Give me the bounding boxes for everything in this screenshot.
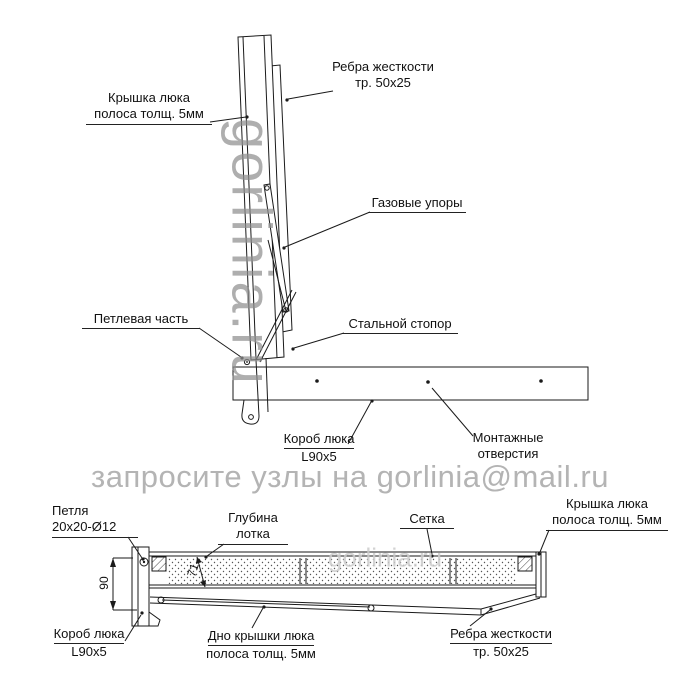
label-line: полоса толщ. 5мм [552,512,662,528]
hinge-assembly [241,357,269,425]
label-line: Короб люка [53,626,125,645]
label-line: полоса толщ. 5мм [206,646,316,662]
mesh-area [168,558,516,584]
label-hinge-part: Петлевая часть [82,311,200,330]
box-left-angle [131,546,150,627]
top-view-drawing [232,34,589,425]
label-line: 20x20-Ø12 [52,519,117,535]
label-cover-bottom-view: Крышка люка полоса толщ. 5мм [546,496,668,531]
label-line: Глубина [228,510,278,525]
label-line: Петлевая часть [93,311,189,326]
leader-lines-top [198,90,474,445]
dimension-lines [110,556,206,611]
label-line: L90x5 [301,449,337,465]
label-line: Стальной стопор [348,316,452,331]
steel-stopper [255,289,297,363]
label-line: L90x5 [71,644,107,660]
label-line: тр. 50x25 [473,644,529,660]
label-ribs-top: Ребра жесткости тр. 50x25 [320,59,446,92]
label-steel-stopper: Стальной стопор [342,316,458,335]
label-hinge-bottom: Петля 20x20-Ø12 [52,503,138,538]
hatch-cover-open [237,34,285,361]
label-line: Сетка [409,511,445,526]
label-line: Петля [52,503,89,518]
bottom-view-drawing [131,546,547,627]
leader-lines-bottom [124,528,550,642]
label-ribs-bottom: Ребра жесткости тр. 50x25 [432,626,570,661]
label-line: Монтажные [472,430,544,445]
label-line: Дно крышки люка [207,628,315,647]
label-cover-top: Крышка люка полоса толщ. 5мм [86,90,212,125]
label-box-bottom: Короб люка L90x5 [50,626,128,661]
label-mounting-holes: Монтажные отверстия [465,430,551,463]
label-box-top: Короб люка L90x5 [280,431,358,466]
label-gas-struts: Газовые упоры [368,195,466,214]
mounting-hole [426,380,430,384]
corner-section-right [517,556,533,572]
corner-section-left [151,556,167,572]
label-line: Газовые упоры [371,195,463,210]
label-line: лотка [236,526,270,542]
label-line: Крышка люка [566,496,648,511]
label-line: Крышка люка [108,90,190,105]
label-line: тр. 50x25 [355,75,411,91]
mounting-hole [539,379,543,383]
label-tray-depth: Глубина лотка [218,510,288,545]
label-line: полоса толщ. 5мм [94,106,204,122]
label-line: Короб люка [283,431,355,450]
label-line: Ребра жесткости [450,626,552,645]
dimension-90: 90 [97,576,111,590]
mounting-hole [315,379,319,383]
label-mesh: Сетка [400,511,454,530]
label-cover-bottom-plate: Дно крышки люка полоса толщ. 5мм [196,628,326,663]
label-line: отверстия [477,446,539,462]
hatch-box [232,366,589,401]
label-line: Ребра жесткости [332,59,434,74]
gas-strut [263,183,290,313]
cover-bottom-plate [142,593,541,627]
